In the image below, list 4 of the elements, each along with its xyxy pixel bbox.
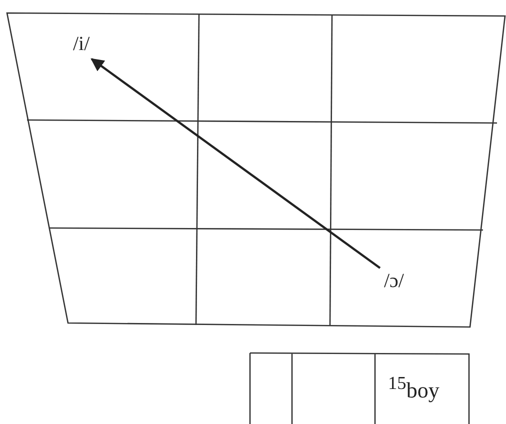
example-word: $^{15}$boy [388, 372, 440, 404]
vowel-symbol: /ɔ/ [384, 270, 404, 292]
vowel-symbol: /i/ [73, 33, 90, 55]
arrow [90, 58, 381, 269]
